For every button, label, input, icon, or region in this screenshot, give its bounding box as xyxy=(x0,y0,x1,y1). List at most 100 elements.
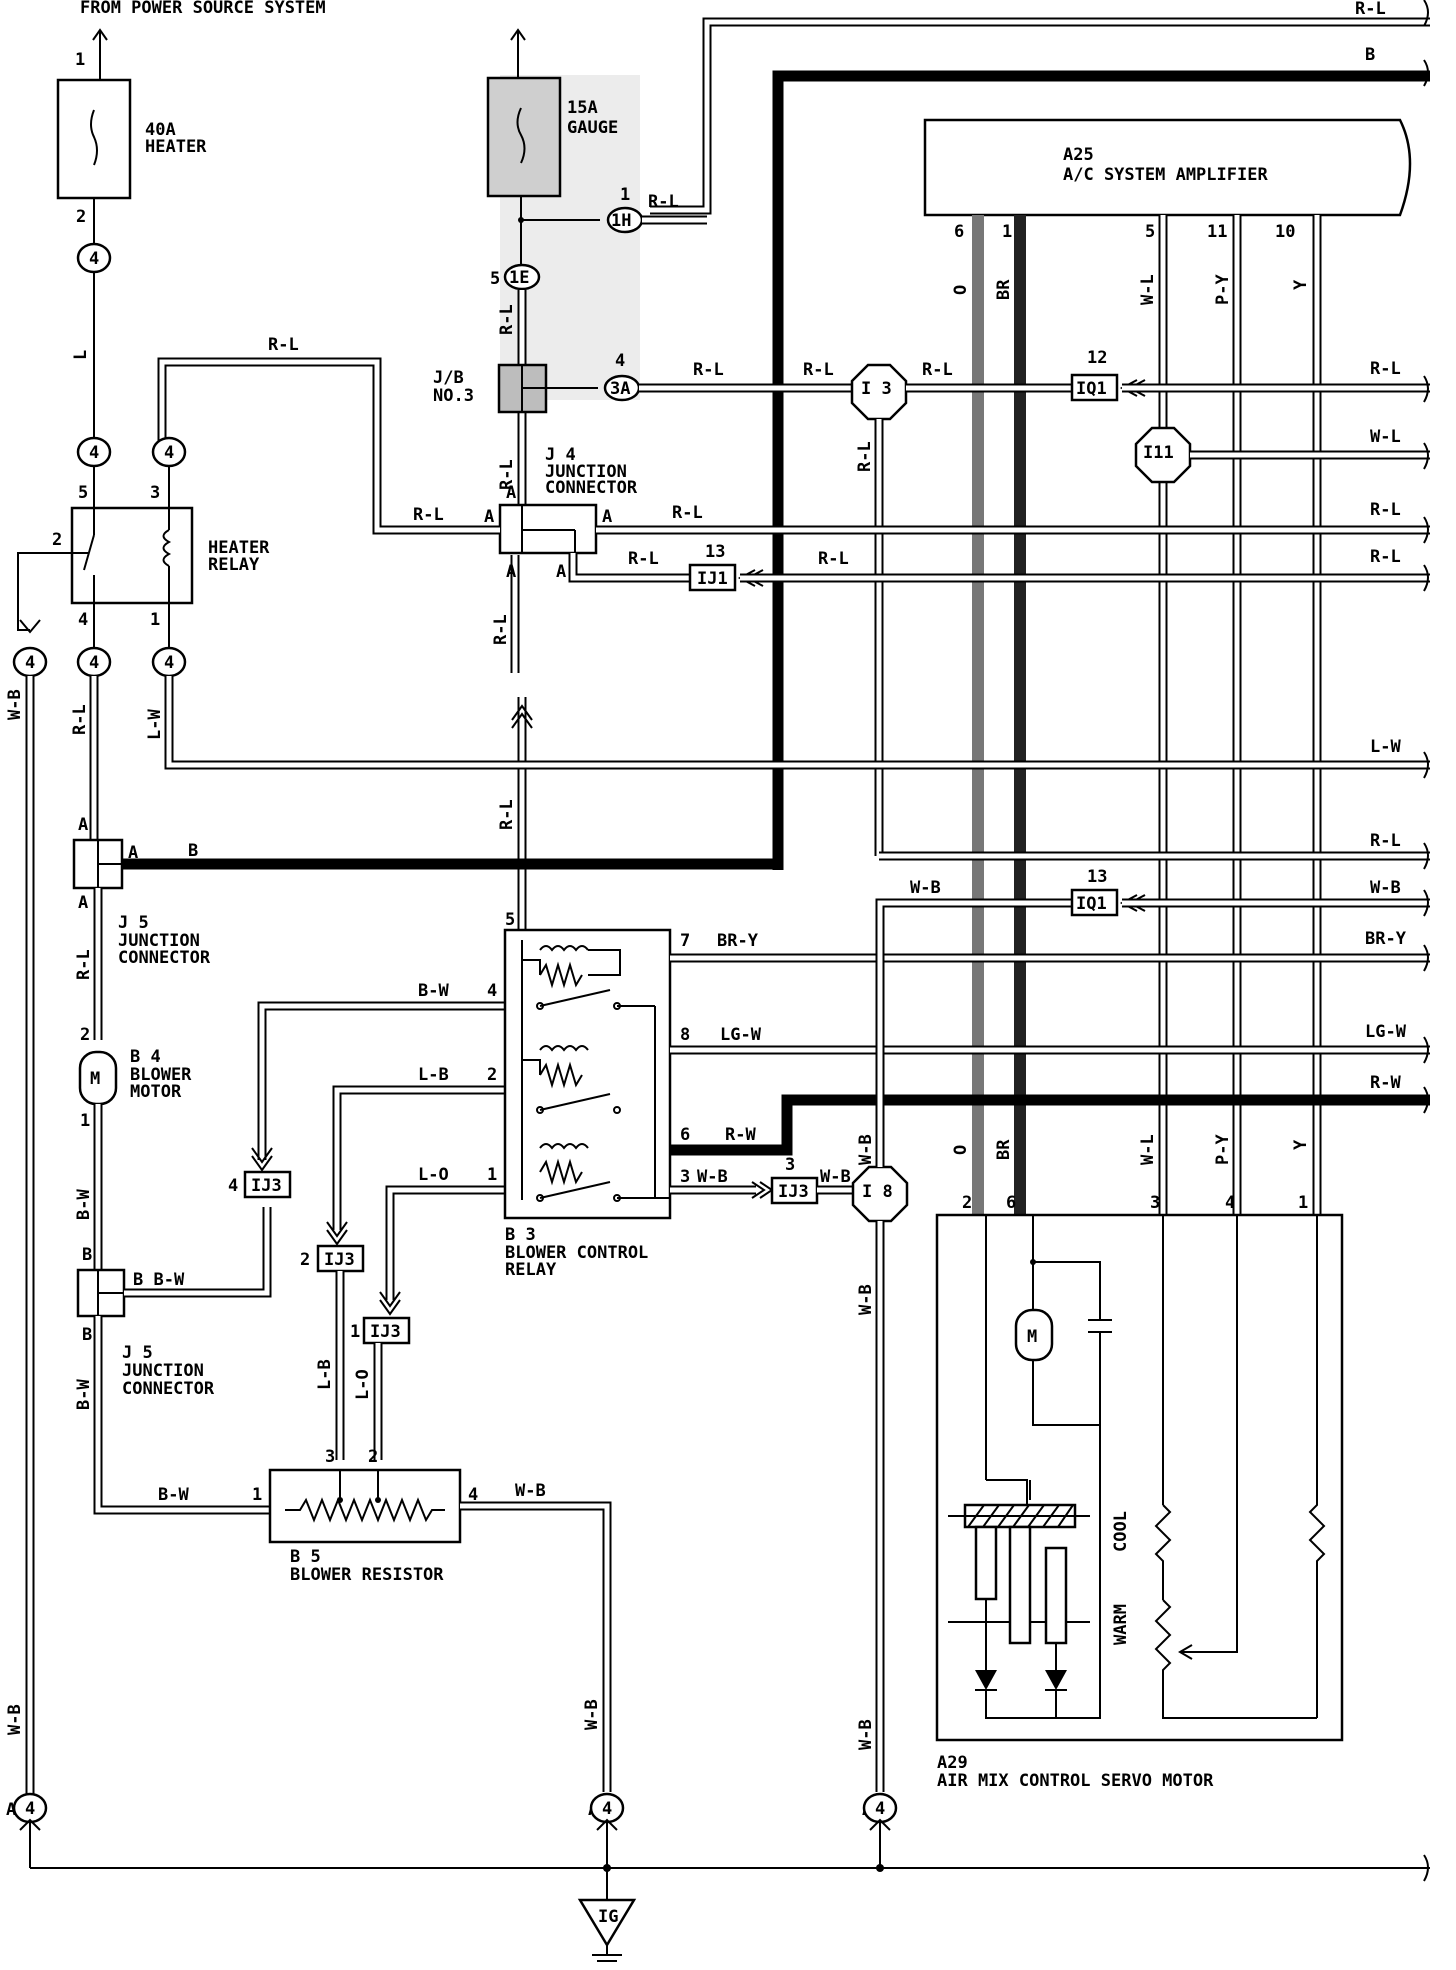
svg-text:4: 4 xyxy=(468,1485,478,1505)
svg-text:3: 3 xyxy=(785,1155,795,1175)
svg-text:B: B xyxy=(82,1245,92,1265)
blower-control-relay: 5 B 3 BLOWER CONTROL RELAY xyxy=(503,910,672,1280)
svg-text:L-B: L-B xyxy=(315,1359,335,1390)
fuse-40a-heater: 1 40A HEATER 2 xyxy=(56,28,207,243)
svg-text:R-L: R-L xyxy=(74,949,94,980)
svg-text:P-Y: P-Y xyxy=(1213,1134,1233,1165)
svg-text:8: 8 xyxy=(680,1025,690,1045)
svg-text:4: 4 xyxy=(164,653,174,673)
svg-text:L: L xyxy=(71,350,91,360)
svg-text:W-L: W-L xyxy=(1370,427,1401,447)
svg-text:5: 5 xyxy=(490,269,500,289)
air-mix-servo-motor: 2 6 3 4 1 M COOL WARM xyxy=(935,1193,1344,1791)
svg-text:11: 11 xyxy=(1207,222,1227,242)
svg-text:JUNCTION: JUNCTION xyxy=(545,462,627,482)
svg-text:L-O: L-O xyxy=(418,1165,449,1185)
svg-text:MOTOR: MOTOR xyxy=(130,1082,182,1102)
svg-text:3A: 3A xyxy=(610,379,630,399)
relay-output-connectors: 4 4 R-L L-W L-W xyxy=(70,603,1430,840)
svg-text:2: 2 xyxy=(76,207,86,227)
svg-text:J 5: J 5 xyxy=(118,913,149,933)
svg-text:B B-W: B B-W xyxy=(133,1270,185,1290)
svg-text:A: A xyxy=(78,893,88,913)
svg-text:3: 3 xyxy=(680,1167,690,1187)
svg-text:W-B: W-B xyxy=(5,1704,25,1735)
svg-text:RELAY: RELAY xyxy=(505,1260,557,1280)
connector-1h: 1H 1 R-L xyxy=(606,185,707,234)
svg-text:Y: Y xyxy=(1291,1139,1311,1150)
svg-text:BLOWER CONTROL: BLOWER CONTROL xyxy=(505,1243,648,1263)
svg-text:A: A xyxy=(556,562,566,582)
main-rl-trunk: R-L R-L R-L R-L xyxy=(491,290,533,930)
svg-text:A: A xyxy=(602,507,612,527)
svg-text:IJ3: IJ3 xyxy=(251,1176,282,1196)
connector-i11: I11 W-L xyxy=(1134,426,1430,484)
svg-text:CONNECTOR: CONNECTOR xyxy=(118,948,211,968)
svg-text:LG-W: LG-W xyxy=(1365,1022,1407,1042)
svg-text:R-L: R-L xyxy=(268,335,299,355)
junction-connector-j4: J 4 JUNCTION CONNECTOR A A A A A R-L R-L… xyxy=(484,445,1430,583)
svg-text:1: 1 xyxy=(350,1322,360,1342)
svg-text:1: 1 xyxy=(80,1111,90,1131)
svg-text:Y: Y xyxy=(1291,279,1311,290)
svg-text:W-B: W-B xyxy=(697,1167,728,1187)
svg-text:W-B: W-B xyxy=(515,1481,546,1501)
svg-text:4: 4 xyxy=(89,249,99,269)
connector-i3: I 3 R-L R-L R-L xyxy=(850,360,1430,861)
svg-text:IJ3: IJ3 xyxy=(370,1322,401,1342)
svg-text:R-L: R-L xyxy=(1370,547,1401,567)
svg-text:GAUGE: GAUGE xyxy=(567,118,618,138)
svg-text:W-B: W-B xyxy=(856,1719,876,1750)
svg-text:R-L: R-L xyxy=(1370,359,1401,379)
svg-text:HEATER: HEATER xyxy=(208,538,270,558)
svg-text:1: 1 xyxy=(252,1485,262,1505)
svg-text:W-B: W-B xyxy=(1370,878,1401,898)
svg-text:L-B: L-B xyxy=(418,1065,449,1085)
svg-text:1: 1 xyxy=(487,1165,497,1185)
connector-1e: 1E 5 xyxy=(490,263,541,291)
svg-text:A: A xyxy=(484,507,494,527)
svg-text:3: 3 xyxy=(325,1447,335,1467)
svg-text:13: 13 xyxy=(1087,867,1107,887)
svg-text:R-L: R-L xyxy=(1355,0,1386,19)
svg-text:40A: 40A xyxy=(145,120,176,140)
svg-text:A: A xyxy=(78,815,88,835)
bottom-ground: A 4 A 4 IG xyxy=(30,1792,1430,1962)
junction-connector-j5-upper: A A A B J 5 JUNCTION CONNECTOR R-L xyxy=(72,815,778,1040)
svg-text:R-L: R-L xyxy=(491,614,511,645)
right-break-marks xyxy=(1423,0,1429,1882)
svg-text:R-W: R-W xyxy=(725,1125,756,1145)
svg-text:3: 3 xyxy=(1150,1193,1160,1213)
svg-text:B 4: B 4 xyxy=(130,1047,161,1067)
amplifier-servo-wires: O BR W-L P-Y Y O BR W-L P-Y Y xyxy=(951,215,1322,1215)
svg-text:A: A xyxy=(6,1800,16,1820)
svg-text:1: 1 xyxy=(1298,1193,1308,1213)
svg-text:L-O: L-O xyxy=(353,1369,373,1400)
top-buses: R-L B xyxy=(650,0,1430,870)
svg-text:B-W: B-W xyxy=(74,1379,94,1410)
svg-text:CONNECTOR: CONNECTOR xyxy=(122,1379,215,1399)
connector-ij3-4: B-W 4 IJ3 4 xyxy=(228,981,505,1199)
svg-text:4: 4 xyxy=(602,1799,612,1819)
svg-text:M: M xyxy=(1027,1327,1037,1347)
svg-text:6: 6 xyxy=(1006,1193,1016,1213)
relay-outputs: 7 BR-Y BR-Y 8 LG-W LG-W 6 R-W R-W 3 W-B xyxy=(670,929,1430,1199)
junction-connector-j5-lower: B B B B-W J 5 JUNCTION CONNECTOR B-W B-W xyxy=(74,1207,272,1515)
svg-text:RELAY: RELAY xyxy=(208,555,260,575)
svg-text:1E: 1E xyxy=(509,268,529,288)
svg-text:R-L: R-L xyxy=(497,304,517,335)
svg-text:I 8: I 8 xyxy=(862,1182,893,1202)
connector-ij3-1: L-O 1 IJ3 1 L-O xyxy=(350,1165,505,1460)
svg-text:4: 4 xyxy=(228,1176,238,1196)
svg-text:B: B xyxy=(82,1325,92,1345)
junction-block-3: J/B NO.3 xyxy=(433,363,598,414)
svg-text:IQ1: IQ1 xyxy=(1076,894,1107,914)
svg-text:W-B: W-B xyxy=(5,689,25,720)
svg-text:R-L: R-L xyxy=(803,360,834,380)
svg-text:A29: A29 xyxy=(937,1753,968,1773)
svg-text:4: 4 xyxy=(875,1799,885,1819)
svg-text:4: 4 xyxy=(487,981,497,1001)
blower-resistor: 3 2 1 4 B 5 BLOWER RESISTOR W-B W-B xyxy=(252,1447,612,1792)
svg-text:12: 12 xyxy=(1087,348,1107,368)
